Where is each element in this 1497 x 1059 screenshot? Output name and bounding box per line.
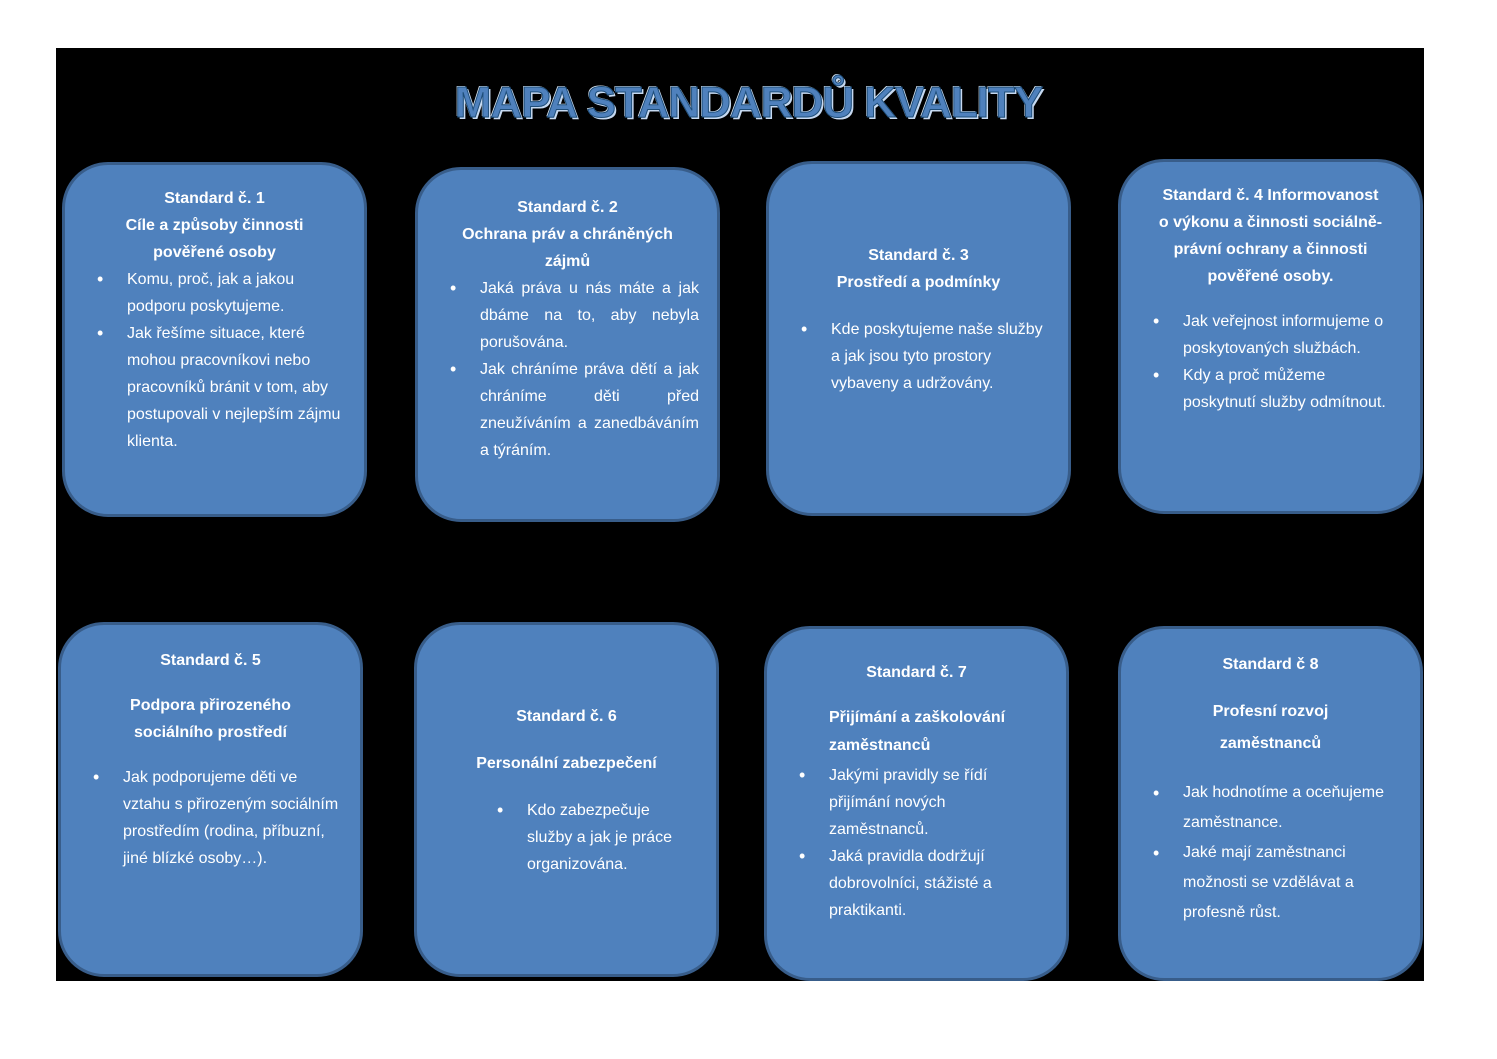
card-heading: Standard č. 6 <box>435 703 698 730</box>
bullet-item: Jak řešíme situace, které mohou pracovní… <box>97 320 346 455</box>
card-heading-line: pověřené osoby. <box>1207 268 1334 285</box>
card-heading-line: Standard č. 6 <box>516 708 617 725</box>
card-heading-line: Standard č. 5 <box>160 652 261 669</box>
card-heading-line: Standard č. 1 <box>164 190 265 207</box>
card-heading-line: právní ochrany a činnosti <box>1173 241 1368 258</box>
standard-card-6: Standard č. 6 Personální zabezpečení Kdo… <box>414 622 719 977</box>
card-heading-line: Standard č. 3 <box>868 247 969 264</box>
card-subheading-line: Profesní rozvoj <box>1212 703 1329 720</box>
card-bullet-list: Jak podporujeme děti ve vztahu s přiroze… <box>79 764 342 872</box>
card-heading-line: pověřené osoby <box>153 244 276 261</box>
bullet-item: Jak hodnotíme a oceňujeme zaměstnance. <box>1153 778 1402 838</box>
card-heading-line: Standard č. 2 <box>517 199 618 216</box>
card-subheading: Podpora přirozeného sociálního prostředí <box>79 692 342 746</box>
bullet-item: Kdo zabezpečuje služby a jak je práce or… <box>497 797 698 878</box>
card-bullet-list: Jakými pravidly se řídí přijímání nových… <box>785 762 1048 924</box>
card-subheading-line: zaměstnanců <box>829 737 931 754</box>
standard-card-1: Standard č. 1 Cíle a způsoby činnosti po… <box>62 162 367 517</box>
bullet-item: Jak podporujeme děti ve vztahu s přiroze… <box>93 764 342 872</box>
card-subheading-line: zaměstnanců <box>1219 735 1322 752</box>
card-heading-line: Ochrana práv a chráněných <box>462 226 673 243</box>
standard-card-2: Standard č. 2 Ochrana práv a chráněných … <box>415 167 720 522</box>
card-heading: Standard č. 4 Informovanost o výkonu a č… <box>1139 182 1402 290</box>
card-bullet-list: Kde poskytujeme naše služby a jak jsou t… <box>787 316 1050 397</box>
card-subheading-line: sociálního prostředí <box>134 724 287 741</box>
card-heading-line: Standard č. 7 <box>866 664 967 681</box>
page-title: MAPA STANDARDŮ KVALITY <box>454 78 1043 128</box>
bullet-item: Jak veřejnost informujeme o poskytovanýc… <box>1153 308 1402 362</box>
card-heading: Standard č 8 <box>1139 651 1402 678</box>
bullet-item: Kde poskytujeme naše služby a jak jsou t… <box>801 316 1050 397</box>
card-bullet-list: Komu, proč, jak a jakou podporu poskytuj… <box>83 266 346 455</box>
card-subheading: Přijímání a zaškolování zaměstnanců <box>785 704 1048 760</box>
card-heading-line: Prostředí a podmínky <box>836 274 1001 291</box>
card-heading-line: o výkonu a činnosti sociálně- <box>1158 214 1383 231</box>
card-subheading-line: Podpora přirozeného <box>130 697 291 714</box>
bullet-item: Jaká práva u nás máte a jak dbáme na to,… <box>450 275 699 356</box>
card-heading: Standard č. 5 <box>79 647 342 674</box>
card-heading-line: Cíle a způsoby činnosti <box>125 217 304 234</box>
standard-card-5: Standard č. 5 Podpora přirozeného sociál… <box>58 622 363 977</box>
card-heading: Standard č. 7 <box>785 659 1048 686</box>
standard-card-8: Standard č 8 Profesní rozvoj zaměstnanců… <box>1118 626 1423 981</box>
bullet-item: Jak chráníme práva dětí a jak chráníme d… <box>450 356 699 464</box>
card-heading-line: Standard č 8 <box>1222 656 1319 673</box>
standard-card-3: Standard č. 3 Prostředí a podmínky Kde p… <box>766 161 1071 516</box>
card-heading-line: Standard č. 4 Informovanost <box>1162 187 1379 204</box>
card-heading: Standard č. 1 Cíle a způsoby činnosti po… <box>83 185 346 266</box>
card-bullet-list: Jak hodnotíme a oceňujeme zaměstnance. J… <box>1139 778 1402 928</box>
card-subheading-line: Přijímání a zaškolování <box>829 709 1006 726</box>
card-bullet-list: Jaká práva u nás máte a jak dbáme na to,… <box>436 275 699 464</box>
bullet-item: Jakými pravidly se řídí přijímání nových… <box>799 762 1048 843</box>
card-heading: Standard č. 2 Ochrana práv a chráněných … <box>436 194 699 275</box>
standard-card-7: Standard č. 7 Přijímání a zaškolování za… <box>764 626 1069 981</box>
card-heading-line: zájmů <box>544 253 591 270</box>
card-subheading: Profesní rozvoj zaměstnanců <box>1139 696 1402 760</box>
bullet-item: Kdy a proč můžeme poskytnutí služby odmí… <box>1153 362 1402 416</box>
bullet-item: Komu, proč, jak a jakou podporu poskytuj… <box>97 266 346 320</box>
card-bullet-list: Jak veřejnost informujeme o poskytovanýc… <box>1139 308 1402 416</box>
standard-card-4: Standard č. 4 Informovanost o výkonu a č… <box>1118 159 1423 514</box>
card-subheading-line: Personální zabezpečení <box>476 755 657 772</box>
bullet-item: Jaká pravidla dodržují dobrovolníci, stá… <box>799 843 1048 924</box>
card-subheading: Personální zabezpečení <box>435 750 698 777</box>
bullet-item: Jaké mají zaměstnanci možnosti se vzdělá… <box>1153 838 1402 928</box>
card-bullet-list: Kdo zabezpečuje služby a jak je práce or… <box>435 797 698 878</box>
card-heading: Standard č. 3 Prostředí a podmínky <box>787 242 1050 296</box>
